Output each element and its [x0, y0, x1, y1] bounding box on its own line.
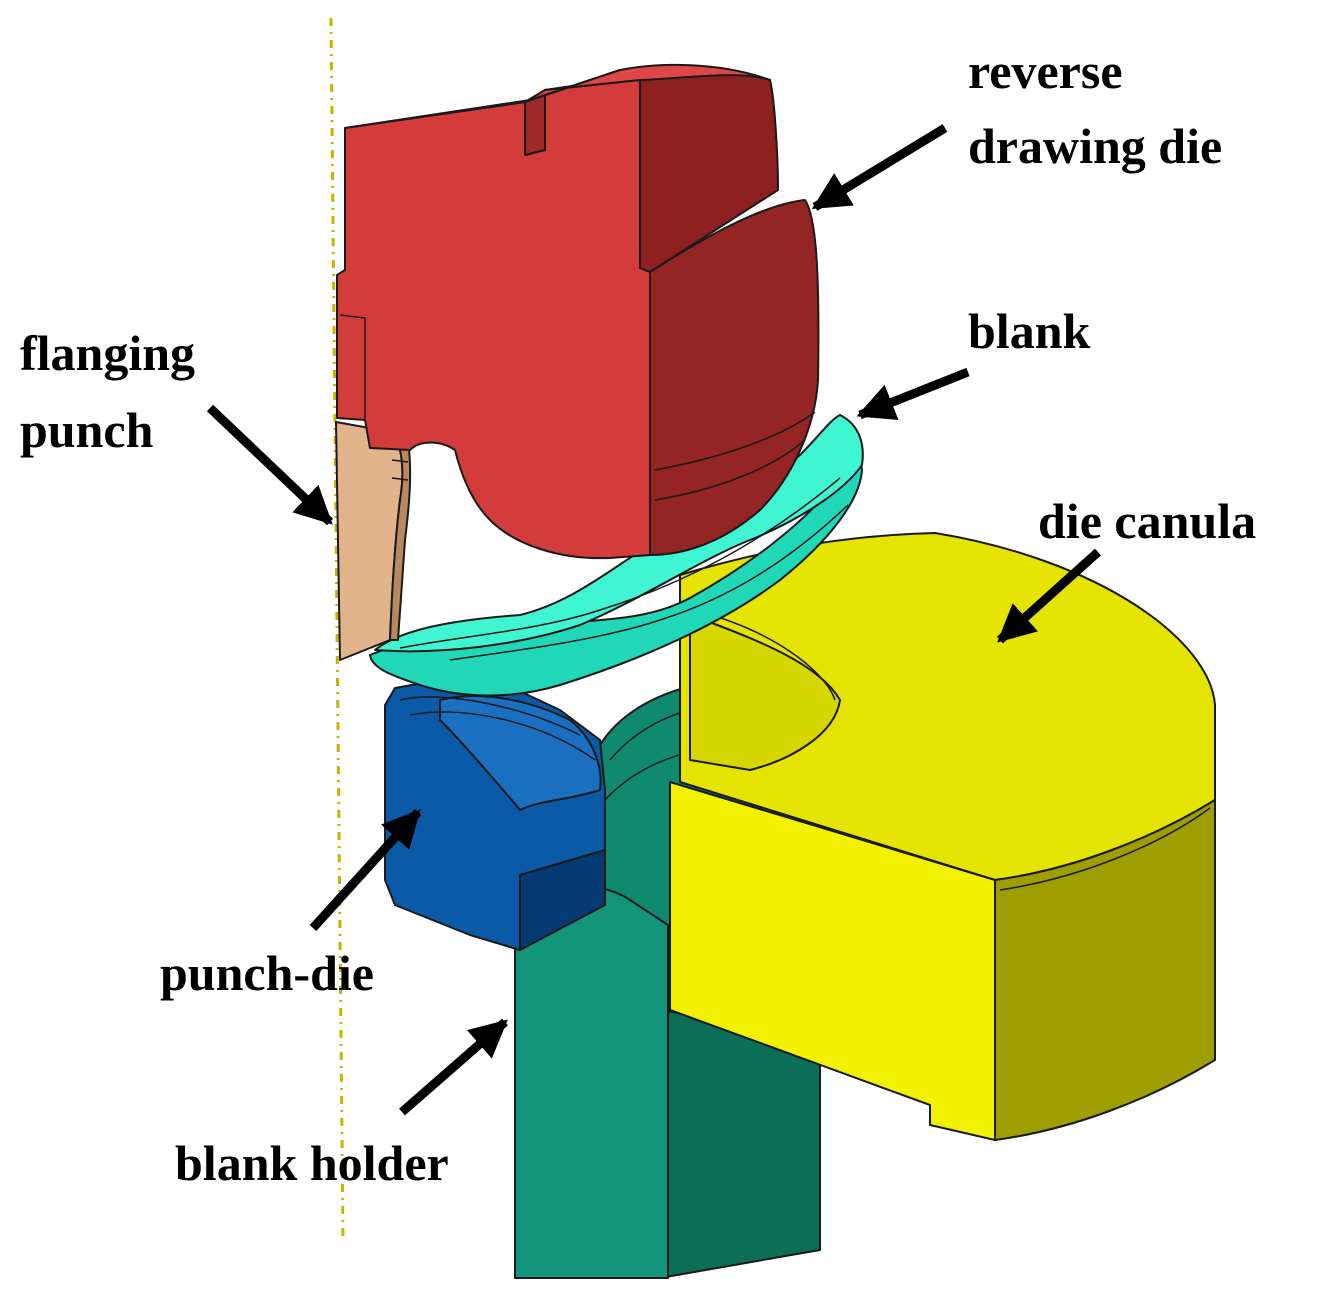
- label-reverse-drawing-die-line2: drawing die: [968, 118, 1222, 174]
- label-blank: blank: [968, 303, 1091, 359]
- label-punch-die: punch-die: [160, 945, 374, 1001]
- arrow-reverse-drawing-die: [811, 124, 948, 211]
- arrow-blank: [856, 367, 970, 420]
- symmetry-axis: [329, 17, 345, 1239]
- arrow-die-canula: [996, 548, 1102, 644]
- label-reverse-drawing-die-line1: reverse: [968, 43, 1123, 99]
- flanging-punch: [335, 421, 412, 661]
- arrow-blank-holder: [399, 1018, 508, 1116]
- label-flanging-punch-line1: flanging: [20, 325, 195, 381]
- arrow-flanging-punch: [206, 404, 334, 526]
- label-blank-holder: blank holder: [175, 1135, 449, 1191]
- label-die-canula: die canula: [1038, 493, 1256, 549]
- arrow-punch-die: [309, 808, 422, 932]
- blank: [369, 414, 864, 697]
- reverse-drawing-die: [336, 63, 820, 560]
- punch-die: [384, 679, 606, 951]
- label-flanging-punch-line2: punch: [20, 402, 154, 458]
